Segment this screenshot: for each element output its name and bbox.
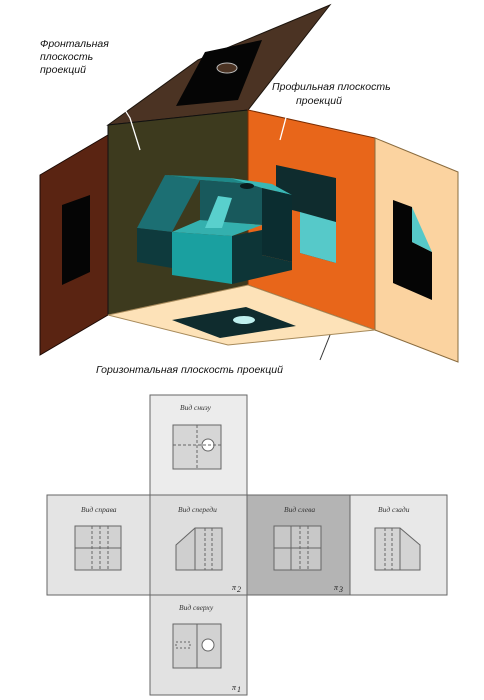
front-view-label: Вид спереди [178, 505, 217, 514]
right-wing-window-face [412, 207, 432, 252]
pi1-symbol: π [232, 683, 237, 692]
bottom-view-cell: Вид снизу [149, 394, 248, 496]
profile-projection-face [300, 212, 336, 263]
pi2-subscript: 2 [237, 585, 241, 594]
profile-pointer [279, 109, 289, 141]
left-wing-window [62, 195, 90, 285]
front-view-cell: Вид спереди π 2 [149, 494, 248, 596]
horizontal-pointer [319, 334, 331, 361]
left-view-label: Вид слева [284, 505, 315, 514]
top-flap-hole [216, 62, 238, 74]
horizontal-plane-label: Горизонтальная плоскость проекций [96, 364, 283, 376]
object-3d [137, 175, 292, 284]
top-flap-window [176, 40, 262, 106]
pi3-symbol: π [334, 583, 339, 592]
rear-view-cell: Вид сзади [349, 494, 448, 596]
three-plane-projection: Фронтальная плоскость проекций Профильна… [39, 3, 459, 376]
unfolded-views: Вид снизу Вид справа Вид спереди π 2 [46, 394, 448, 696]
right-view-cell: Вид справа [46, 494, 151, 596]
horizontal-projection [172, 307, 296, 338]
bottom-view-label: Вид снизу [180, 403, 212, 412]
frontal-plane-label-1: Фронтальная [40, 38, 109, 50]
frontal-plane-label-3: проекций [40, 64, 86, 76]
profile-plane-label-2: проекций [296, 95, 342, 107]
frontal-plane-label-2: плоскость [40, 51, 93, 63]
top-view-cell: Вид сверху π 1 [149, 594, 248, 696]
right-view-label: Вид справа [81, 505, 117, 514]
right-wing-window [393, 200, 432, 300]
profile-plane-label-1: Профильная плоскость [272, 81, 391, 93]
frontal-pointer [104, 77, 141, 151]
pi1-subscript: 1 [237, 685, 241, 694]
left-view-cell: Вид слева π 3 [246, 494, 351, 596]
horizontal-projection-hole [233, 316, 255, 324]
pi3-subscript: 3 [338, 585, 343, 594]
pi2-symbol: π [232, 583, 237, 592]
rear-view-label: Вид сзади [378, 505, 410, 514]
top-view-label: Вид сверху [179, 603, 214, 612]
